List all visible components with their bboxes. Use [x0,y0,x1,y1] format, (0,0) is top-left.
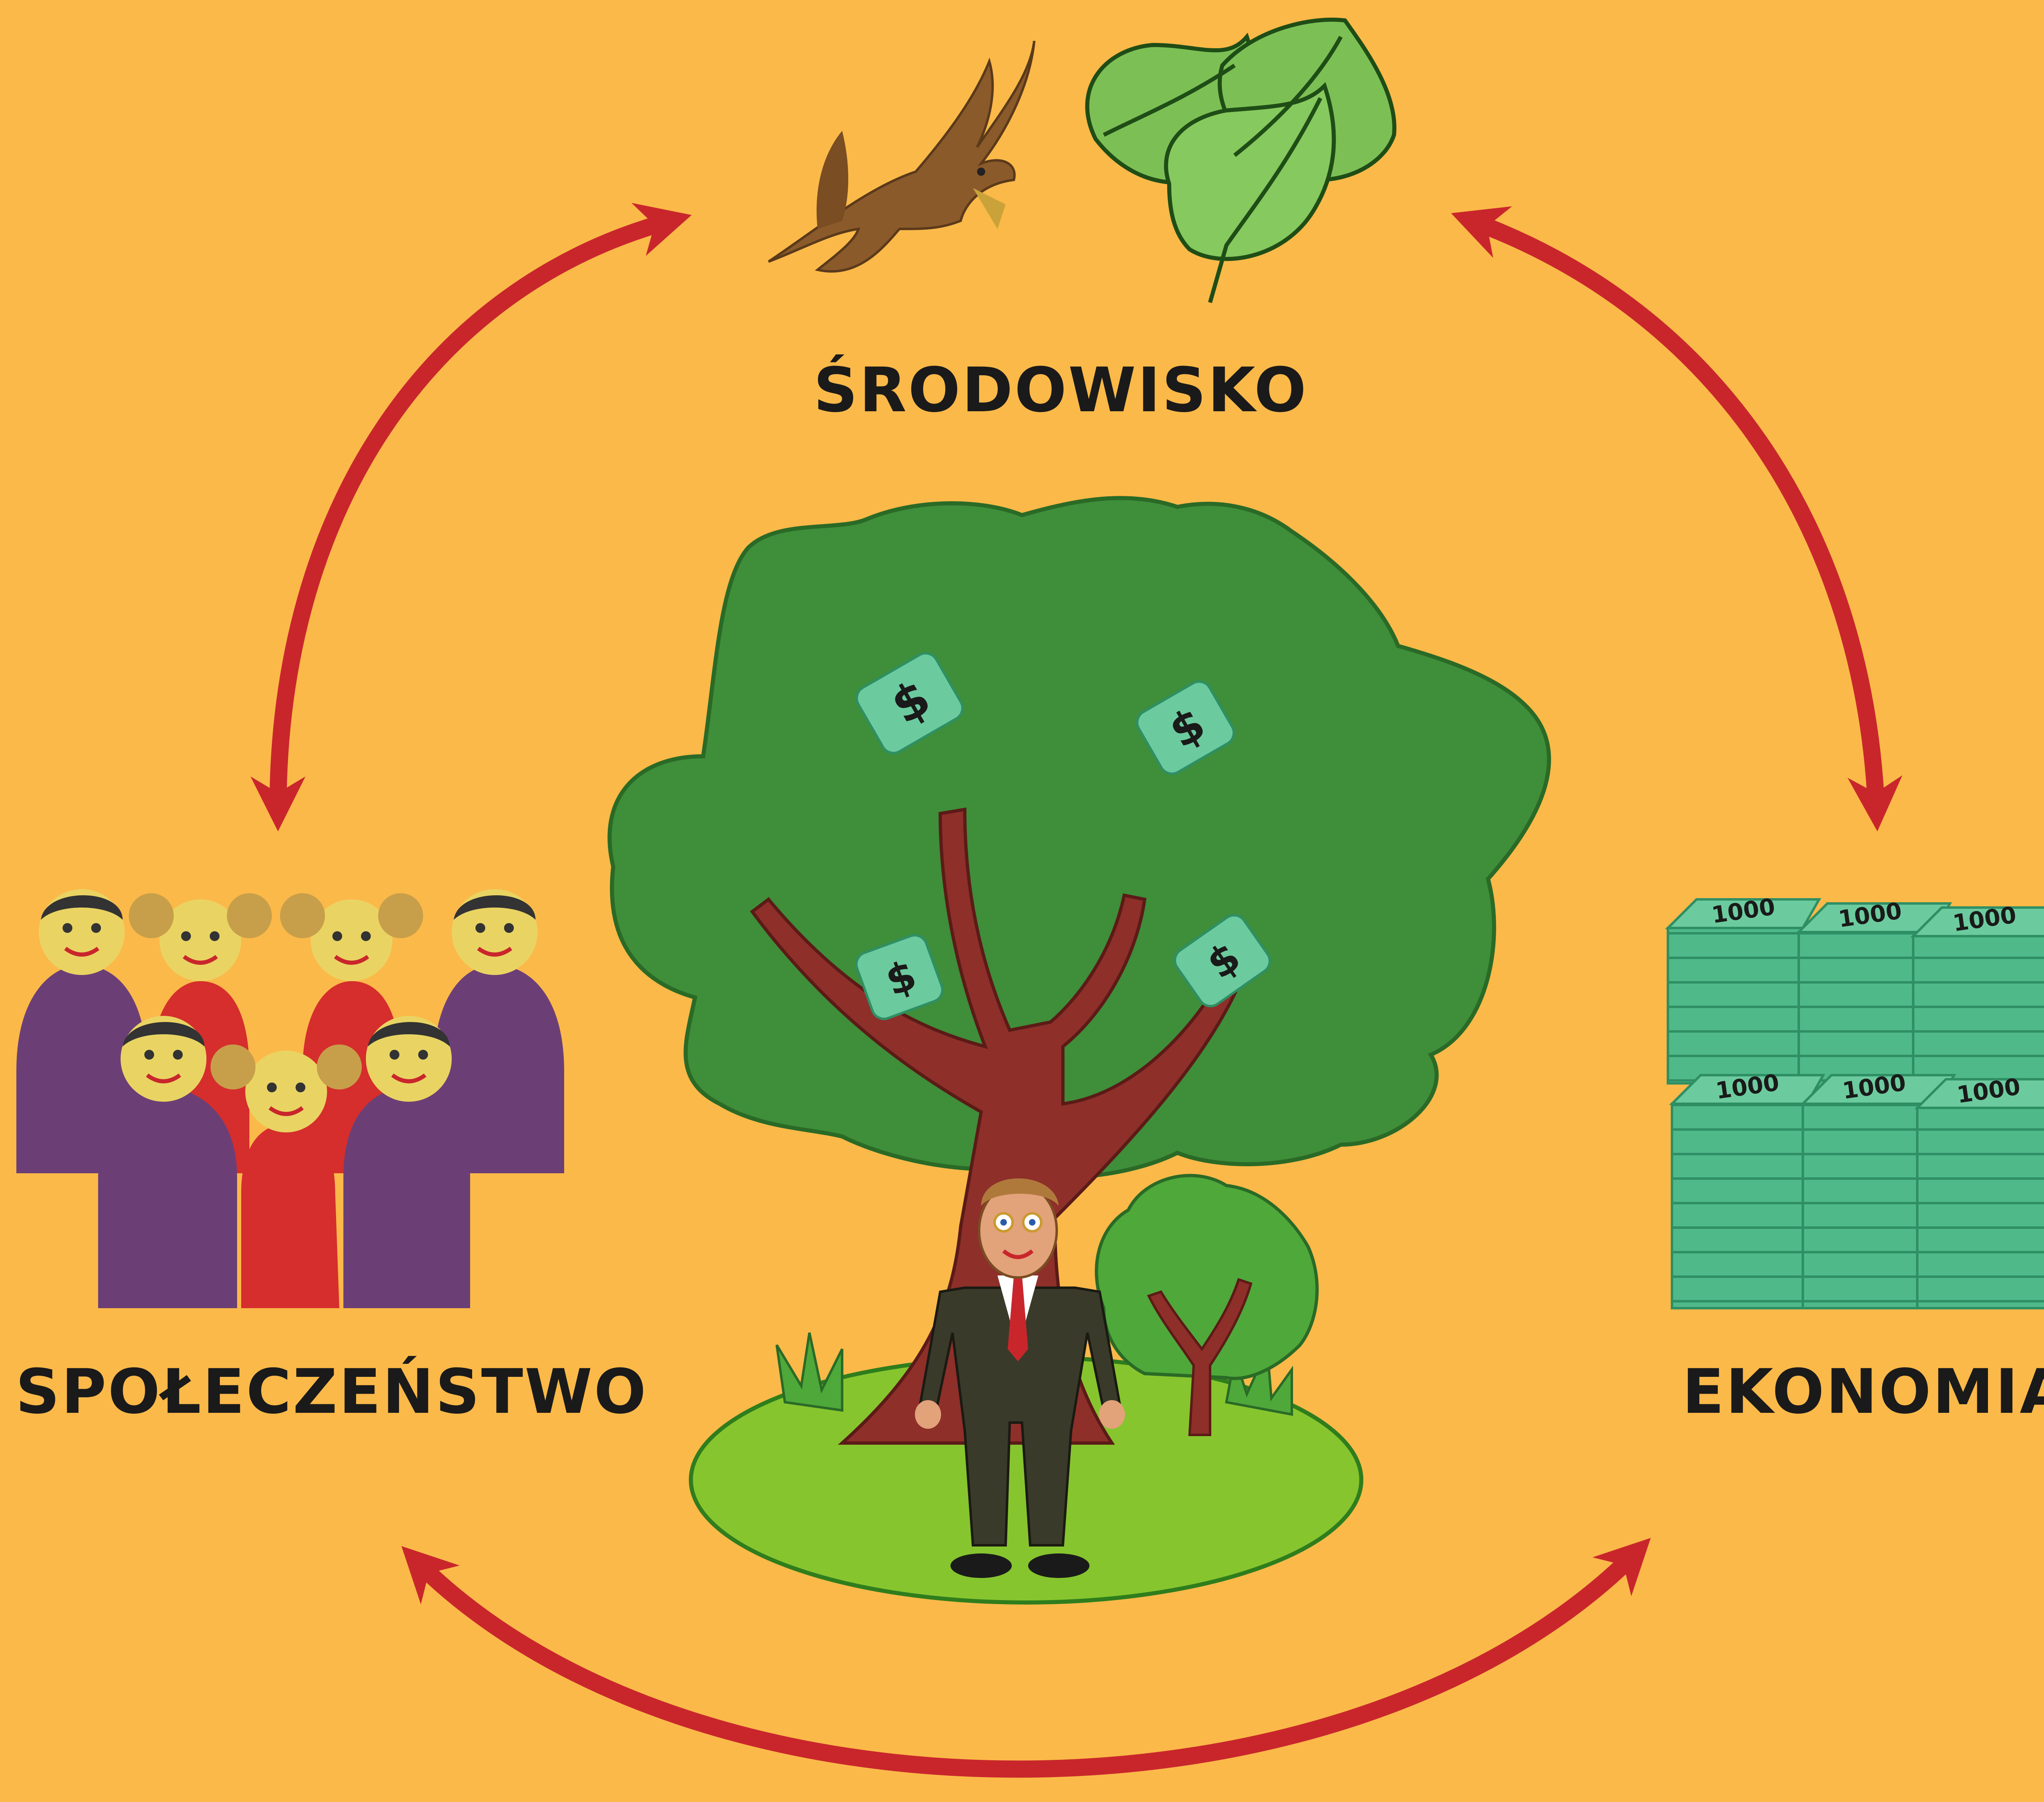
banknote-stack [1800,1074,1957,1309]
banknote-stacks-icon: 1000 1000 1000 1000 1000 1000 [1665,894,2044,1309]
society-economy-arrow [401,1538,1651,1778]
people-group-icon [16,889,564,1308]
money-bill: $ [1136,680,1235,775]
money-tree-icon: $ $ $ $ [607,496,1551,1445]
bird-icon [768,40,1035,273]
banknote-stack [1910,906,2044,1093]
environment-economy-arrow [1451,206,1903,832]
economy-label: EKONOMIA [1682,1356,2044,1428]
businessman-icon [915,1178,1125,1578]
tree-scene: $ $ $ $ [607,496,1551,1605]
bush-icon [1095,1174,1319,1436]
money-bill: $ [1173,914,1271,1008]
money-bill: $ [855,934,944,1020]
environment-label: ŚRODOWISKO [814,355,1308,426]
banknote-stack [1914,1078,2044,1309]
grass-icon [775,1332,1293,1416]
leaves-icon [1085,18,1396,303]
arrows [250,203,1903,1778]
environment-society-arrow [250,203,692,832]
society-label: SPOŁECZEŃSTWO [16,1356,648,1428]
banknote-stack [1669,1074,1826,1309]
money-bill: $ [855,652,964,754]
banknote-stack [1665,898,1822,1085]
